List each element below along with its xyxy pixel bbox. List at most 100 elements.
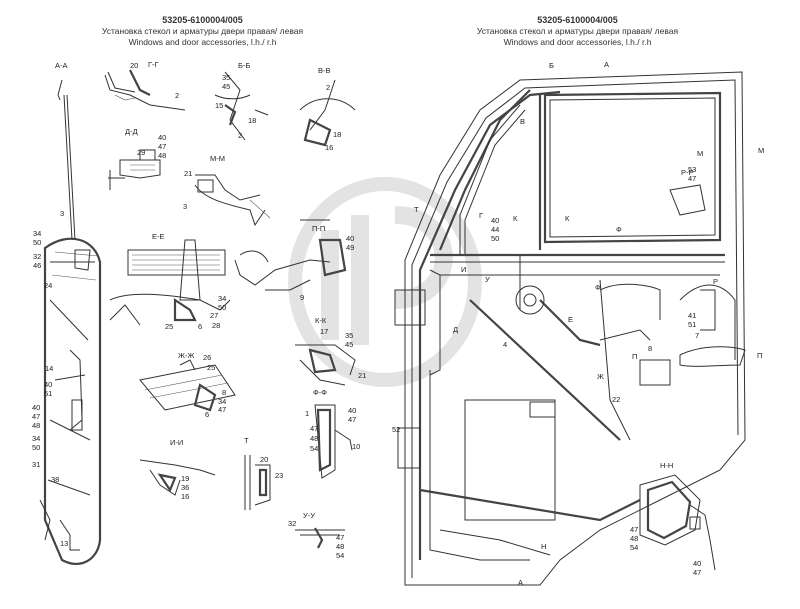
marker-b: Б	[549, 61, 554, 70]
marker-m-left: М	[697, 149, 703, 158]
title-en: Windows and door accessories, l.h./ r.h	[503, 37, 652, 47]
door-main-drawing	[394, 71, 746, 586]
part-label: 16	[325, 143, 333, 152]
part-label: 19	[181, 474, 189, 483]
part-label: 47	[348, 415, 356, 424]
section-aa-drawing	[39, 79, 102, 566]
part-label: 10	[352, 442, 360, 451]
part-label: 34	[218, 397, 226, 406]
part-label: 48	[158, 151, 166, 160]
part-label: 50	[32, 443, 40, 452]
part-label: 47	[630, 525, 638, 534]
marker-p-left: П	[632, 352, 637, 361]
part-label: 48	[32, 421, 40, 430]
marker-t: Т	[414, 205, 419, 214]
part-label: 1	[305, 409, 309, 418]
part-label: 8	[648, 344, 652, 353]
part-label: 6	[205, 410, 209, 419]
label-section-zhzh: Ж-Ж	[178, 351, 194, 360]
part-label: 6	[198, 322, 202, 331]
part-label: 31	[32, 460, 40, 469]
part-label: 48	[310, 434, 318, 443]
label-section-bb: Б-Б	[238, 61, 250, 70]
part-label: 47	[693, 568, 701, 577]
part-label: 18	[333, 130, 341, 139]
part-label: 53	[688, 165, 696, 174]
title-ru: Установка стекол и арматуры двери правая…	[476, 26, 679, 36]
marker-i: И	[461, 265, 466, 274]
section-ff-drawing	[314, 404, 353, 479]
part-label: 36	[181, 483, 189, 492]
part-label: 2	[175, 91, 179, 100]
section-nn-drawing	[639, 474, 716, 571]
label-section-aa: А-А	[55, 61, 68, 70]
part-label: 54	[630, 543, 638, 552]
marker-e: Е	[568, 315, 573, 324]
section-ee-drawing	[109, 239, 231, 326]
part-label: 21	[184, 169, 192, 178]
part-label: 17	[320, 327, 328, 336]
label-section-mm: М-М	[210, 154, 225, 163]
label-section-uu: У-У	[303, 511, 315, 520]
section-kk-drawing	[295, 344, 356, 386]
label-section-ff: Ф-Ф	[313, 388, 327, 397]
marker-u: У	[485, 275, 490, 284]
part-label: 35	[222, 73, 230, 82]
part-label: 40	[693, 559, 701, 568]
marker-r: Р	[713, 277, 718, 286]
part-label: 3	[60, 209, 64, 218]
part-label: 14	[45, 364, 53, 373]
part-label: 52	[392, 425, 400, 434]
header-right: 53205-6100004/005 Установка стекол и арм…	[470, 15, 685, 48]
part-label: 27	[210, 311, 218, 320]
section-uu-drawing	[295, 527, 345, 549]
part-label: 47	[218, 405, 226, 414]
title-en: Windows and door accessories, l.h./ r.h	[128, 37, 277, 47]
part-label: 47	[158, 142, 166, 151]
part-label: 47	[336, 533, 344, 542]
part-label: 40	[158, 133, 166, 142]
part-label: 32	[288, 519, 296, 528]
drawing-code: 53205-6100004/005	[162, 15, 243, 25]
part-label: 40	[346, 234, 354, 243]
label-section-ee: Е-Е	[152, 232, 165, 241]
part-label: 25	[207, 363, 215, 372]
part-label: 49	[346, 243, 354, 252]
part-label: 40	[32, 403, 40, 412]
section-labels: А-А Г-Г Б-Б В-В Д-Д М-М Е-Е П-П К-К Ж-Ж …	[55, 60, 694, 520]
label-section-pp: П-П	[312, 224, 325, 233]
part-label: 34	[32, 434, 40, 443]
part-label: 2	[238, 131, 242, 140]
part-label: 46	[33, 261, 41, 270]
label-section-ii: И-И	[170, 438, 183, 447]
part-label: 26	[203, 353, 211, 362]
part-label: 47	[310, 424, 318, 433]
part-label: 47	[688, 174, 696, 183]
label-section-rr: Р-Р	[681, 168, 694, 177]
part-label: 24	[44, 281, 52, 290]
marker-f-top: Ф	[616, 225, 622, 234]
part-label: 48	[336, 542, 344, 551]
part-label: 32	[33, 252, 41, 261]
part-label: 23	[275, 471, 283, 480]
label-section-vv: В-В	[318, 66, 331, 75]
part-label: 7	[695, 331, 699, 340]
marker-v: В	[520, 117, 525, 126]
label-section-nn: Н-Н	[660, 461, 673, 470]
title-ru: Установка стекол и арматуры двери правая…	[101, 26, 304, 36]
part-label: 45	[345, 340, 353, 349]
part-label: 3	[183, 202, 187, 211]
section-gg-drawing	[104, 69, 186, 111]
section-zhzh-drawing	[139, 359, 236, 412]
part-label: 22	[612, 395, 620, 404]
part-label: 40	[491, 216, 499, 225]
part-label: 54	[336, 551, 344, 560]
marker-zh: Ж	[597, 372, 604, 381]
label-section-t: Т	[244, 436, 249, 445]
label-section-dd: Д-Д	[125, 127, 138, 136]
part-label: 28	[212, 321, 220, 330]
part-label: 16	[181, 492, 189, 501]
watermark-logo	[288, 177, 482, 387]
drawing-code: 53205-6100004/005	[537, 15, 618, 25]
